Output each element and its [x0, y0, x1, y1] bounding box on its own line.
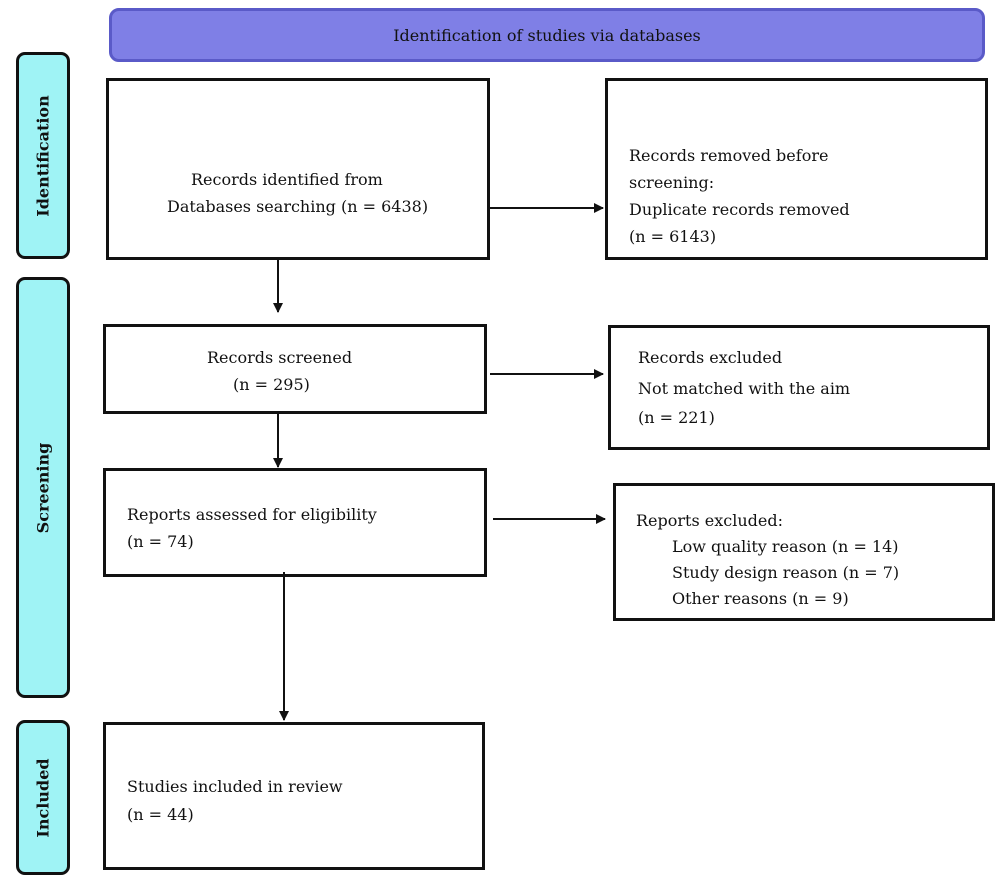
phase-included: Included [16, 720, 70, 875]
phase-identification: Identification [16, 52, 70, 259]
reports-excluded-line4: Other reasons (n = 9) [672, 589, 849, 608]
records-removed-line2: screening: [629, 173, 715, 192]
reports-excluded-line1: Reports excluded: [636, 511, 783, 530]
records-removed-line3: Duplicate records removed [629, 200, 850, 219]
records-excluded-line2: Not matched with the aim [638, 379, 851, 398]
records-excluded-box: Records excluded Not matched with the ai… [608, 325, 990, 450]
studies-included-box: Studies included in review (n = 44) [103, 722, 485, 870]
records-removed-box: Records removed before screening: Duplic… [605, 78, 988, 260]
header-banner: Identification of studies via databases [109, 8, 985, 62]
studies-included-line2: (n = 44) [127, 805, 194, 824]
records-screened-line2: (n = 295) [233, 375, 310, 394]
records-removed-line1: Records removed before [629, 146, 829, 165]
reports-assessed-line2: (n = 74) [127, 532, 194, 551]
records-identified-line2: Databases searching (n = 6438) [167, 197, 429, 216]
reports-excluded-box: Reports excluded: Low quality reason (n … [613, 483, 995, 621]
records-removed-line4: (n = 6143) [629, 227, 717, 246]
reports-excluded-line3: Study design reason (n = 7) [672, 563, 900, 582]
records-identified-box: Records identified from Databases search… [106, 78, 490, 260]
records-excluded-line3: (n = 221) [638, 408, 715, 427]
header-title: Identification of studies via databases [393, 25, 701, 45]
records-screened-box: Records screened (n = 295) [103, 324, 487, 414]
studies-included-line1: Studies included in review [127, 777, 343, 796]
reports-excluded-line2: Low quality reason (n = 14) [672, 537, 899, 556]
records-excluded-line1: Records excluded [638, 348, 783, 367]
reports-assessed-line1: Reports assessed for eligibility [127, 505, 377, 524]
records-identified-line1: Records identified from [191, 170, 383, 189]
phase-screening: Screening [16, 277, 70, 698]
records-screened-line1: Records screened [207, 348, 353, 367]
reports-assessed-box: Reports assessed for eligibility (n = 74… [103, 468, 487, 577]
